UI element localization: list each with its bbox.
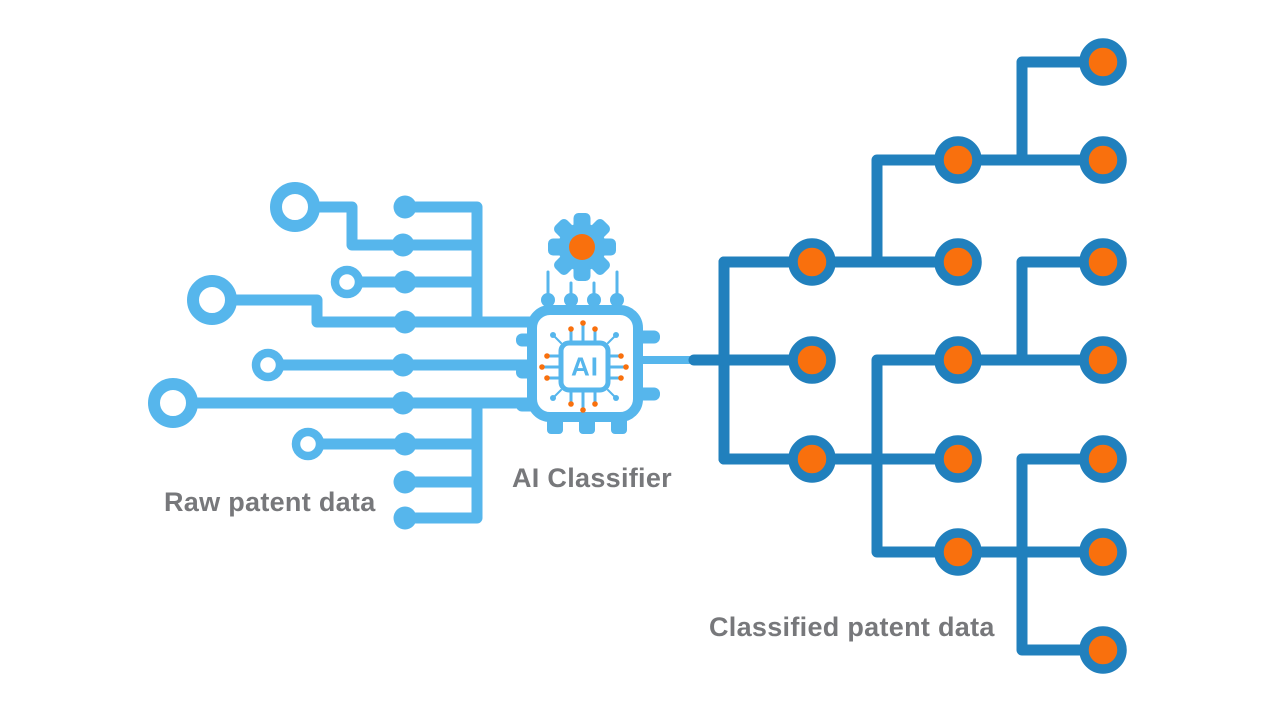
tree-edge [871, 154, 964, 268]
chip-ai-text: AI [571, 351, 599, 382]
raw-circuit-line [227, 294, 483, 328]
raw-data-dot [393, 270, 417, 294]
raw-data-dot [391, 353, 415, 377]
raw-data-dot [393, 195, 417, 219]
classified-node-level2 [934, 136, 982, 184]
gear-center-dot [569, 234, 595, 260]
classified-node-leaf [1079, 435, 1127, 483]
classified-node-level1 [788, 336, 836, 384]
classified-node-level2 [934, 528, 982, 576]
raw-source-ring-small [330, 265, 364, 299]
raw-data-dot [393, 470, 417, 494]
raw-source-ring-large [148, 378, 198, 428]
chip-corner-dot [613, 332, 619, 338]
raw-source-ring-small [251, 348, 285, 382]
chip-trace-tip [618, 353, 624, 359]
classified-node-level2 [934, 435, 982, 483]
raw-circuit-line [399, 201, 540, 328]
chip-corner-dot [550, 332, 556, 338]
tree-edge [1016, 56, 1109, 166]
raw-data-dot [393, 310, 417, 334]
chip-trace-tip [623, 364, 629, 370]
chip-trace-corner [554, 336, 562, 344]
chip-corner-dot [613, 395, 619, 401]
gear-stem-dot [541, 293, 555, 307]
tree-edge [1016, 453, 1109, 656]
classified-node-leaf [1079, 238, 1127, 286]
raw-data-dot [393, 432, 417, 456]
chip-trace-tip [539, 364, 545, 370]
chip-trace-corner [554, 389, 562, 397]
chip-trace-tip [592, 326, 598, 332]
gear-stem-dot [587, 293, 601, 307]
gear-stem-dot [564, 293, 578, 307]
raw-source-ring-small [291, 427, 325, 461]
classified-node-level1 [788, 238, 836, 286]
classified-node-level1 [788, 435, 836, 483]
chip-trace-tip [568, 401, 574, 407]
classified-node-leaf [1079, 38, 1127, 86]
raw-data-dot [391, 233, 415, 257]
classified-node-leaf [1079, 336, 1127, 384]
gear-icon [548, 213, 616, 281]
chip-trace-corner [607, 336, 615, 344]
chip-trace-tip [580, 320, 586, 326]
raw-source-ring-large [187, 275, 237, 325]
chip-trace-tip [544, 375, 550, 381]
chip-trace-tip [592, 401, 598, 407]
gear-stem-dot [610, 293, 624, 307]
raw-circuit-line [399, 397, 483, 524]
raw-data-dot [391, 391, 415, 415]
ai-classifier-label: AI Classifier [512, 463, 672, 493]
chip-trace-tip [544, 353, 550, 359]
classified-node-leaf [1079, 136, 1127, 184]
classified-node-leaf [1079, 528, 1127, 576]
raw-source-ring-large [270, 182, 320, 232]
chip-trace-tip [618, 375, 624, 381]
classified-node-level2 [934, 238, 982, 286]
raw-data-dot [393, 506, 417, 530]
chip-trace-tip [568, 326, 574, 332]
classified-node-level2 [934, 336, 982, 384]
classified-node-leaf [1079, 626, 1127, 674]
chip-corner-dot [550, 395, 556, 401]
classified-patent-data-label: Classified patent data [709, 612, 995, 642]
tree-edge [1016, 256, 1109, 366]
raw-patent-data-label: Raw patent data [164, 487, 376, 517]
chip-trace-corner [607, 389, 615, 397]
chip-trace-tip [580, 407, 586, 413]
tree-edge [871, 354, 964, 558]
